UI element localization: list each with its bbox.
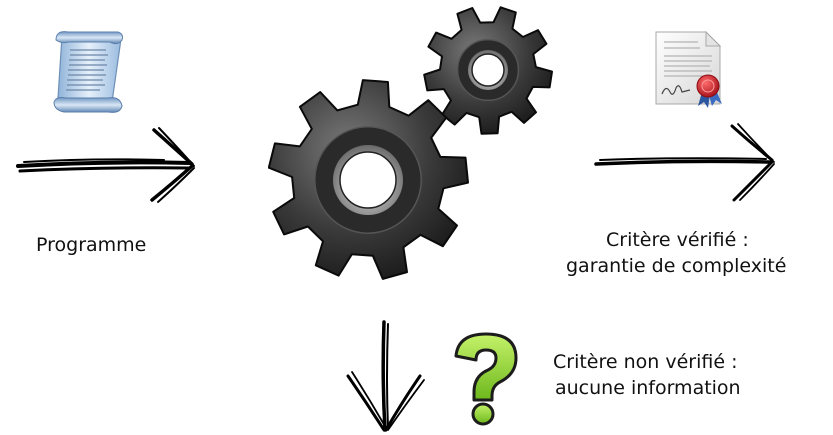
success-arrow — [590, 120, 778, 204]
success-label-line2: garantie de complexité — [566, 254, 786, 279]
scroll-icon — [48, 26, 128, 114]
certificate-icon — [646, 28, 730, 108]
success-label-line1: Critère vérifié : — [606, 228, 749, 253]
failure-label-line2: aucune information — [555, 376, 741, 401]
failure-arrow — [340, 318, 430, 435]
large-gear — [269, 80, 468, 279]
input-arrow — [14, 126, 200, 206]
input-label: Programme — [36, 233, 146, 258]
gears-icon — [268, 0, 568, 285]
failure-label-line1: Critère non vérifié : — [553, 350, 738, 375]
question-mark-icon — [448, 330, 524, 428]
